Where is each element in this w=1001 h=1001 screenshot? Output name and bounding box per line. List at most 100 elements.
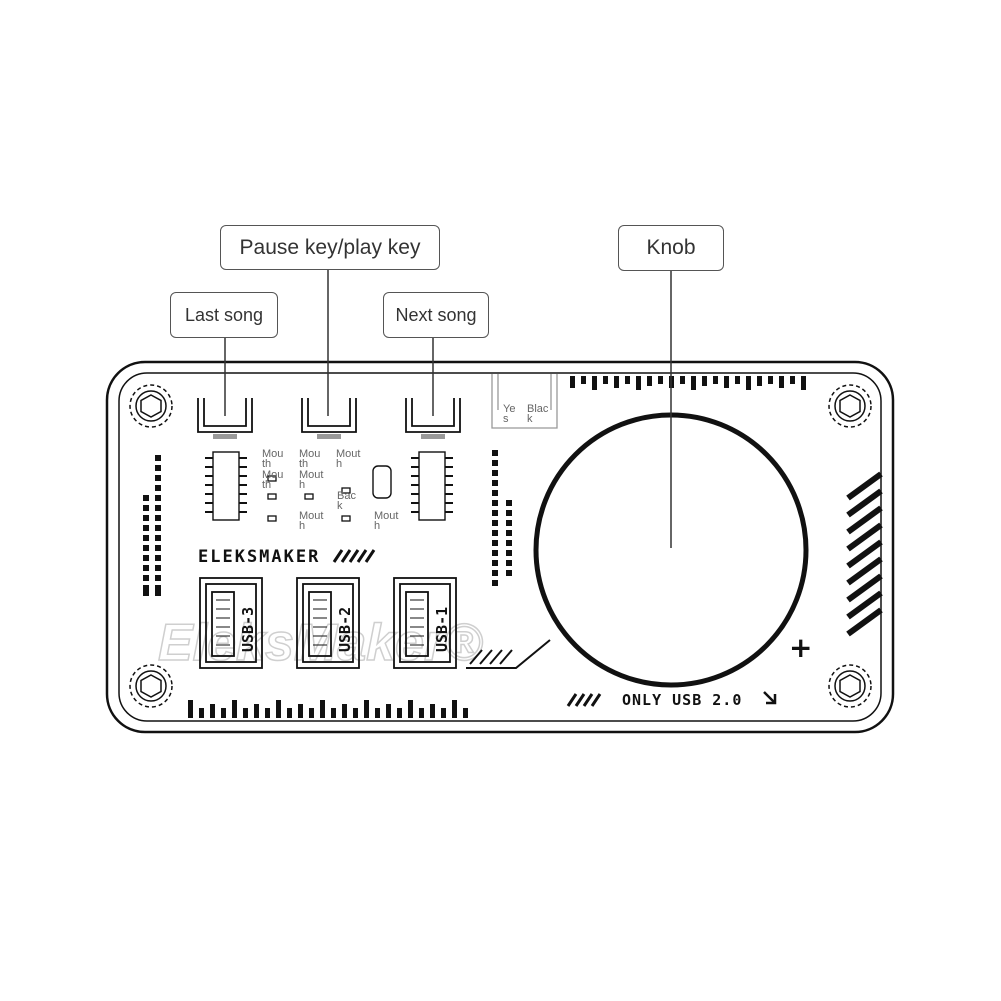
callout-last-song-text: Last song [184,304,264,325]
pad-label: th [299,458,308,470]
tick-mark [506,570,512,576]
callout-knob-text: Knob [646,236,696,259]
tick-mark [408,700,413,718]
tick-mark [801,376,806,390]
tick-mark [492,580,498,586]
knob-hatch-line [466,639,551,669]
tick-mark [581,376,586,384]
tick-mark [702,376,707,386]
tick-mark [309,708,314,718]
tick-mark [232,700,237,718]
tick-mark [570,376,575,388]
polarity-plus-mark: + [789,631,812,664]
tick-mark [143,565,149,571]
pad-label: th [262,458,271,470]
callout-next-song-text: Next song [395,304,477,325]
decor-stripe [846,573,883,603]
tick-mark [155,525,161,531]
tick-mark [419,708,424,718]
arrow-down-right-icon [763,691,777,705]
pad-label: Mou [299,448,320,460]
board-outline-outer [105,360,895,734]
tick-mark [647,376,652,386]
pad-label: Bac [337,490,356,502]
tick-mark [143,590,149,596]
tick-mark [492,470,498,476]
tick-mark [625,376,630,384]
tick-mark [506,550,512,556]
callout-next-song: Next song [383,292,489,338]
crystal-component [372,465,392,499]
tick-mark [441,708,446,718]
tick-mark [397,708,402,718]
tick-mark [492,510,498,516]
decor-stripe [846,539,883,569]
screw-icon-top-left [129,384,173,428]
usb-2-note: ONLY USB 2.0 [622,691,742,709]
pad-label: h [299,479,305,491]
tick-mark [155,585,161,591]
play-pause-button-shape [301,398,357,439]
tick-mark [779,376,784,388]
usb-port-1-label: USB-1 [433,607,451,652]
pad-label: Blac [527,403,549,415]
decor-stripe [846,505,883,535]
decor-stripe [846,556,883,586]
leader-lines [224,270,672,548]
pad-label: k [337,500,343,512]
tick-mark [506,500,512,506]
tick-mark [603,376,608,384]
tick-mark [155,515,161,521]
tick-mark [143,495,149,501]
tick-mark [143,555,149,561]
decor-stripe [846,488,883,518]
tick-mark [155,545,161,551]
pad-label: Mout [336,448,360,460]
tick-mark [143,585,149,591]
tick-mark [386,704,391,718]
tick-mark [221,708,226,718]
usb-port-1 [393,577,457,669]
tick-mark [155,535,161,541]
pad-label: Mout [374,510,398,522]
tick-mark [188,700,193,718]
tick-mark [155,565,161,571]
tick-mark [735,376,740,384]
tick-mark [746,376,751,390]
tick-mark [331,708,336,718]
tick-mark [506,560,512,566]
tick-mark [492,450,498,456]
tick-mark [614,376,619,388]
tick-mark [506,520,512,526]
screw-icon-bottom-left [129,664,173,708]
usb-note-hatch [566,693,602,707]
ic-chip-left [212,451,240,521]
tick-mark [713,376,718,384]
tick-mark [492,560,498,566]
callout-pause-play-text: Pause key/play key [239,235,421,259]
tick-mark [155,475,161,481]
tick-mark [143,535,149,541]
tick-mark [155,495,161,501]
tick-mark [287,708,292,718]
tick-mark [724,376,729,388]
pad-label: Mout [299,469,323,481]
tick-mark [768,376,773,384]
tick-mark [790,376,795,384]
decor-stripe [846,471,883,501]
tick-mark [680,376,685,384]
tick-mark [492,570,498,576]
tick-mark [506,510,512,516]
tick-mark [276,700,281,718]
tick-mark [298,704,303,718]
tick-mark [506,530,512,536]
tick-mark [143,515,149,521]
smd-pads [267,475,351,522]
tick-mark [592,376,597,390]
tick-mark [243,708,248,718]
tick-mark [155,505,161,511]
tick-mark [210,704,215,718]
tick-mark [353,708,358,718]
